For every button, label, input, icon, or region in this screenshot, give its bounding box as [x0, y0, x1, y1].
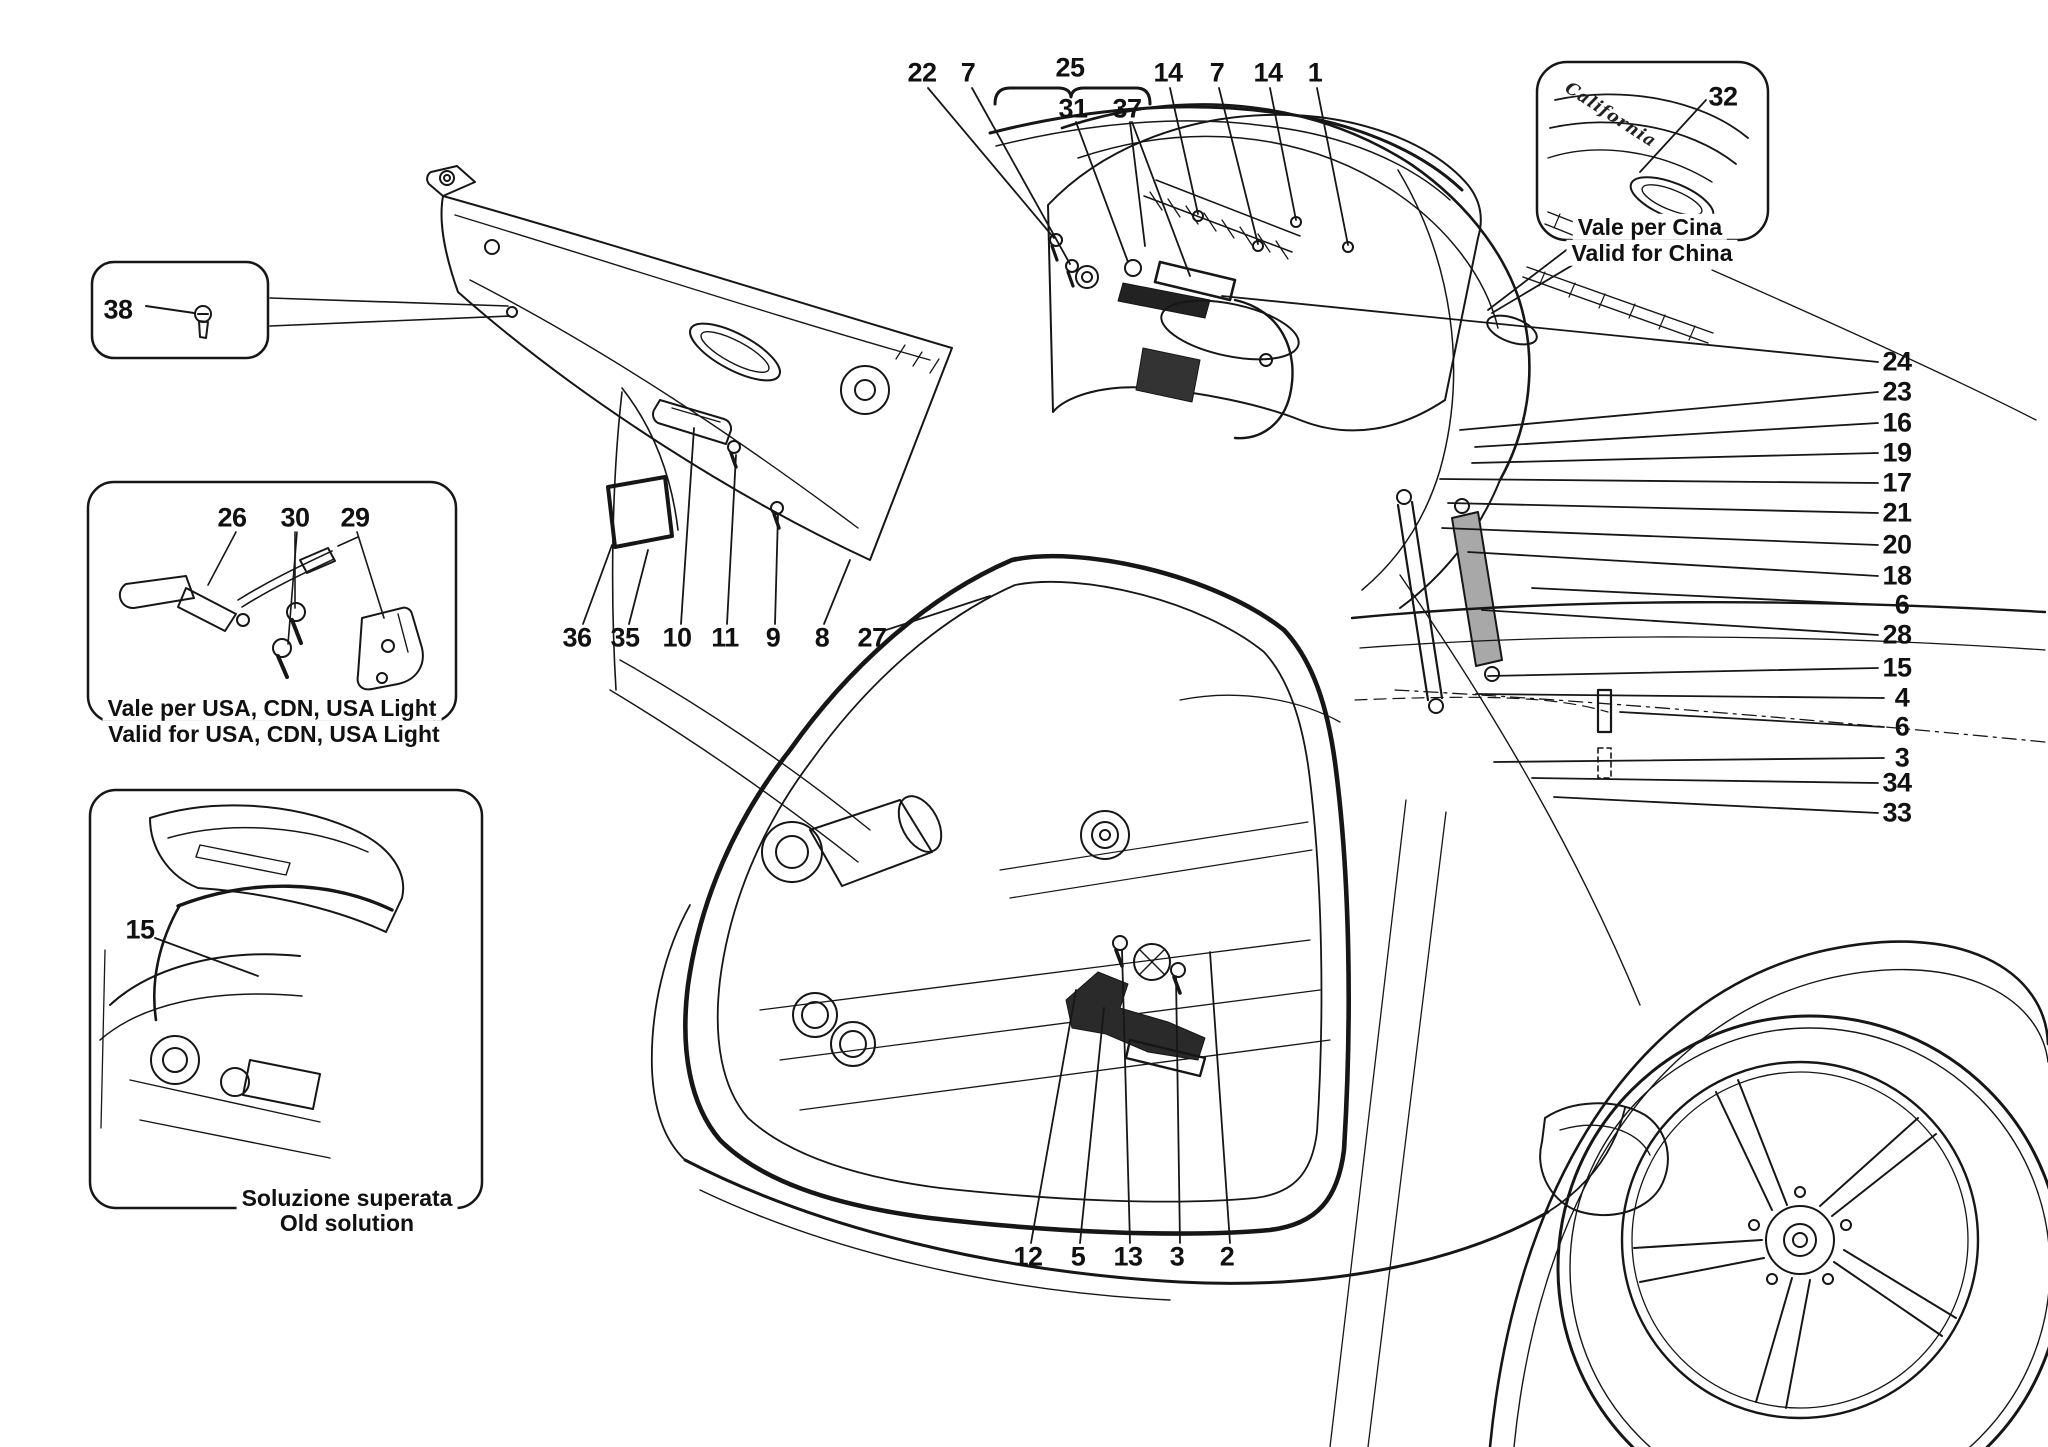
callout-middle-36: 36: [562, 622, 592, 653]
callout-middle-11: 11: [711, 622, 739, 653]
callout-right-3: 3: [1894, 742, 1910, 773]
callout-right-b-6: 6: [1894, 711, 1910, 742]
china-inset-drawing: [1487, 93, 2037, 421]
callout-right-19: 19: [1882, 437, 1912, 468]
callout-top-22: 22: [907, 57, 937, 88]
old-solution-caption-english: Old solution: [274, 1209, 420, 1237]
callout-middle-9: 9: [765, 622, 781, 653]
callout-top-b-14: 14: [1253, 57, 1283, 88]
leader-lines: [582, 86, 1885, 1447]
callout-inset-china-32: 32: [1708, 81, 1738, 112]
callout-bottom-2: 2: [1219, 1241, 1235, 1272]
callout-inset-usa-30: 30: [280, 502, 310, 533]
callout-middle-8: 8: [814, 622, 830, 653]
callout-right-4: 4: [1894, 682, 1910, 713]
callout-top-b-7: 7: [1209, 57, 1225, 88]
callout-right-28: 28: [1882, 619, 1912, 650]
callout-right-23: 23: [1882, 376, 1912, 407]
old-solution-caption-italian: Soluzione superata: [236, 1184, 458, 1212]
callout-right-16: 16: [1882, 407, 1912, 438]
callout-inset-usa-29: 29: [340, 502, 370, 533]
callout-bottom-13: 13: [1113, 1241, 1143, 1272]
screw-inset-box: [90, 260, 270, 360]
callout-middle-27: 27: [857, 622, 887, 653]
lid-skin-drawing: [1060, 103, 1714, 609]
lid-inner-drawing: [988, 105, 1482, 440]
callout-right-34: 34: [1882, 767, 1912, 798]
car-body-drawing: [609, 387, 2047, 1301]
wheel-drawing: [1488, 940, 2048, 1447]
callout-top-37: 37: [1112, 93, 1142, 124]
usa-inset-drawing: [118, 531, 424, 691]
callout-inset-screw-38: 38: [103, 294, 133, 325]
callout-top-1: 1: [1307, 57, 1323, 88]
callout-right-6: 6: [1894, 589, 1910, 620]
callout-right-17: 17: [1882, 467, 1912, 498]
callout-bottom-b-3: 3: [1169, 1241, 1185, 1272]
usa-caption-italian: Vale per USA, CDN, USA Light: [102, 694, 442, 722]
callout-top-25: 25: [1055, 52, 1085, 83]
callout-right-20: 20: [1882, 529, 1912, 560]
old-solution-inset-drawing: [99, 804, 405, 1159]
usa-caption-english: Valid for USA, CDN, USA Light: [103, 720, 445, 748]
callout-right-15: 15: [1882, 652, 1912, 683]
callout-top-14: 14: [1153, 57, 1183, 88]
callout-inset-old-15: 15: [125, 914, 155, 945]
callout-middle-35: 35: [610, 622, 640, 653]
callout-right-33: 33: [1882, 797, 1912, 828]
callout-inset-usa-26: 26: [217, 502, 247, 533]
callout-top-31: 31: [1058, 93, 1088, 124]
screw-inset-drawing: [145, 297, 511, 339]
china-caption-italian: Vale per Cina: [1572, 213, 1728, 241]
callout-middle-10: 10: [662, 622, 692, 653]
callout-bottom-12: 12: [1013, 1241, 1043, 1272]
bracket-25: [993, 86, 1152, 106]
callout-bottom-5: 5: [1070, 1241, 1086, 1272]
china-caption-english: Valid for China: [1566, 239, 1738, 267]
callout-right-18: 18: [1882, 560, 1912, 591]
callout-right-21: 21: [1882, 497, 1912, 528]
callout-right-24: 24: [1882, 346, 1912, 377]
callout-top-7: 7: [960, 57, 976, 88]
